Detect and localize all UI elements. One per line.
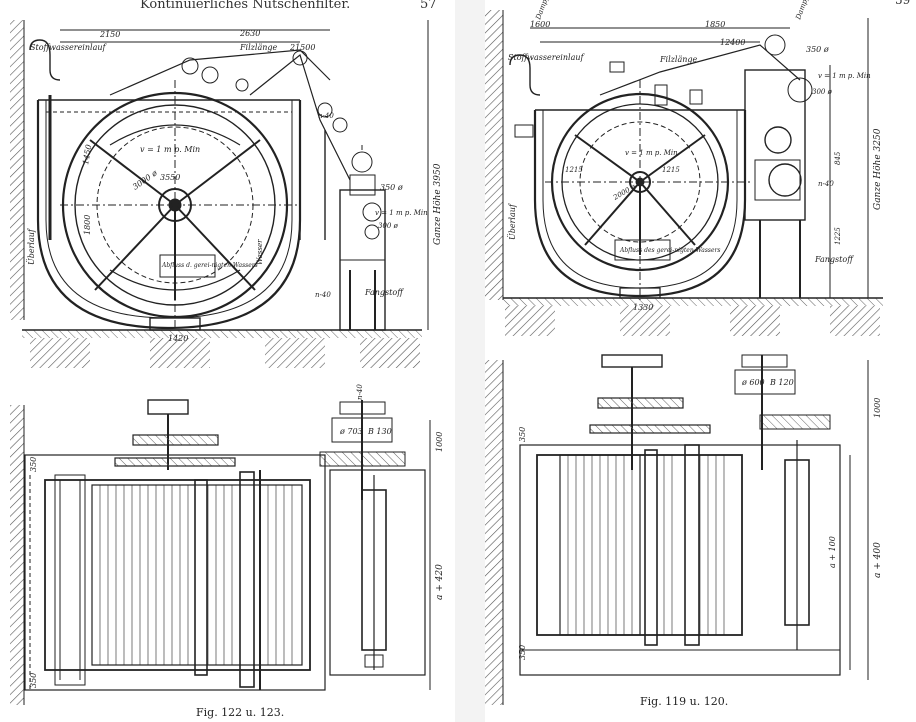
label-inlet: Stoffwassereinlauf [30,43,107,52]
dim-label: 1800 [83,215,92,235]
page-gutter [455,0,485,722]
dim-label: n-40 [315,291,331,299]
caption-right: Fig. 119 u. 120. [640,695,728,708]
right-plan-labels: 350 1000 a + 100 a + 400 350 ø 600 B 120 [518,378,883,660]
label-outflow: Abfluss d. gerei-nigten Wassers [161,262,258,269]
gear-width-label: B 120 [769,378,794,387]
label-speed: v = 1 m p. Min [625,149,678,157]
label-overflow: Überlauf [27,227,36,265]
page-number-right: 59 [895,0,910,7]
label-speed-2: v = 1 m p. Min [375,209,428,217]
left-elevation-labels: 2150 2630 21500 Stoffwassereinlauf Filzl… [27,29,443,343]
dim-label: 1215 [662,166,680,174]
label-water: Wasser [256,239,264,265]
dim-label: 350 [518,645,527,660]
label-steam: Dampf [534,0,550,22]
dim-label: 350 [518,427,527,442]
dim-label: 300 ø [812,88,833,96]
left-plan-drawing [10,399,431,705]
left-elevation-drawing [10,20,429,368]
dim-label: n-40 [356,384,364,400]
gear-dim-label: ø 600 [741,378,765,387]
gear-width-label: B 130 [367,427,392,436]
label-speed-2: v = 1 m p. Min [818,72,871,80]
dim-label: 1600 [530,20,550,29]
label-overflow: Überlauf [508,202,517,240]
dim-label: 12400 [720,38,745,47]
label-felt-length: Filzlänge [239,43,277,52]
label-felt-length: Filzlänge [659,55,697,64]
dim-label: n-40 [818,180,834,188]
total-height-label: Ganze Höhe 3250 [873,128,883,210]
label-catch: Fangstoff [814,255,854,264]
total-height-label: Ganze Höhe 3950 [433,163,443,245]
dim-label: 1850 [705,20,725,29]
dim-label: 350 ø [380,183,403,192]
label-outflow: Abfluss des gerei-nigten Wassers [619,247,720,254]
label-speed: v = 1 m p. Min [140,145,200,154]
dim-label: 1215 [565,166,583,174]
left-plan-labels: 350 1000 a + 420 350 n-40 ø 703 B 130 [29,384,445,688]
dim-label: a + 100 [828,536,837,568]
dim-label: n-40 [318,112,334,120]
dim-label: 3000 ø [131,168,159,191]
dim-label: 1000 [435,432,444,452]
dim-label: 1330 [633,303,653,312]
right-plan-drawing [485,354,869,705]
label-inlet: Stoffwassereinlauf [508,53,585,62]
dim-label: a + 400 [873,542,883,578]
label-steam-2: Dampf [794,0,810,22]
dim-label: 1420 [168,334,188,343]
dim-label: 300 ø [378,222,399,230]
page-number-left: 57 [420,0,437,12]
right-elevation-labels: 1600 1850 12400 350 ø 300 ø 1215 1215 20… [508,0,883,312]
gear-dim-label: ø 703 [339,427,363,436]
dim-label: 1000 [873,398,882,418]
dim-label: 3550 [160,173,180,182]
dim-label: 2150 [99,30,120,39]
running-title: Kontinuierliches Nutschenfilter. [140,0,350,12]
dim-label: 21500 [289,43,315,52]
dim-label: 1225 [834,227,842,245]
dim-label: 845 [834,151,842,165]
dim-label: 2630 [239,29,260,38]
dim-label: 1450 [81,144,93,166]
dim-label: 350 ø [806,45,829,54]
dim-label: 350 [29,673,38,688]
dim-label: a + 420 [435,564,445,600]
dim-label: 350 [29,457,38,472]
caption-left: Fig. 122 u. 123. [196,706,284,719]
right-elevation-drawing [485,10,883,336]
label-catch: Fangstoff [364,288,404,297]
